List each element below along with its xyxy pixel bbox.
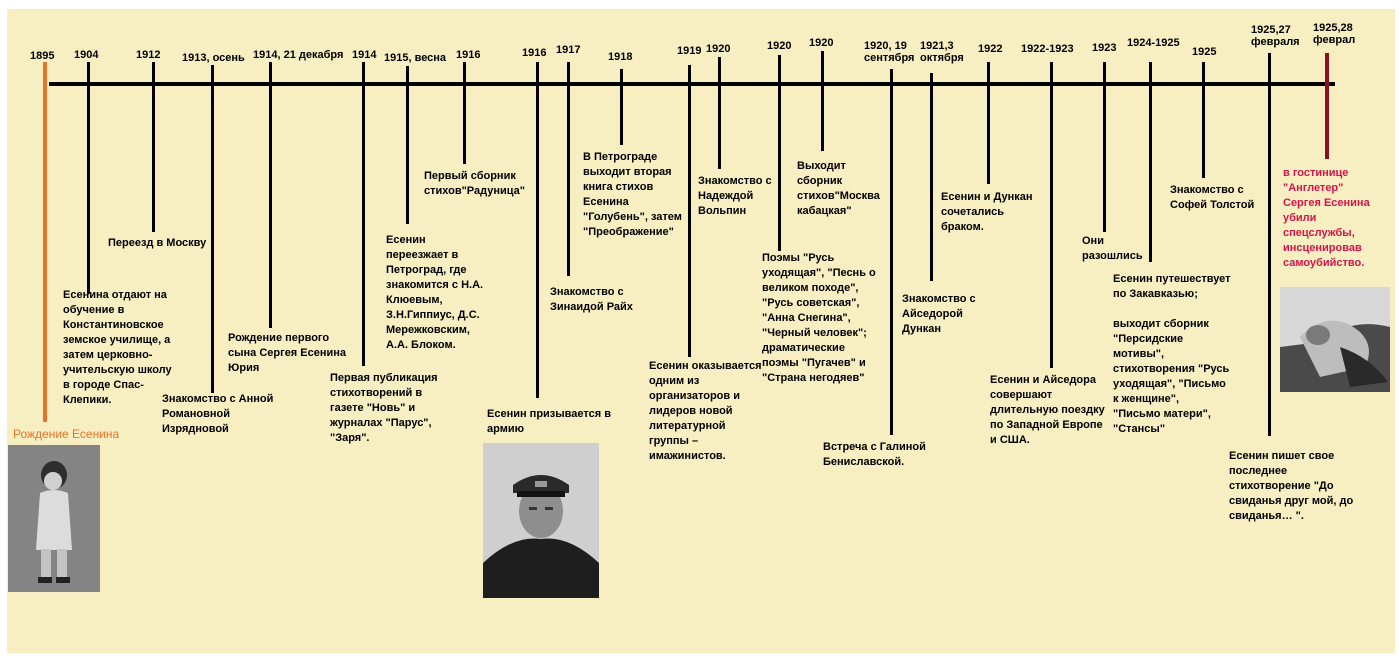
event-text: Есенин пишет свое последнее стихотворени… xyxy=(1229,450,1354,522)
year-label: 1916 xyxy=(456,49,481,61)
tick-1912 xyxy=(152,62,155,232)
event-text: Есенин призывается в армию xyxy=(487,408,611,435)
tick-1922-1923 xyxy=(1050,62,1053,368)
tick-1919 xyxy=(688,65,691,357)
tick-1923 xyxy=(1103,62,1106,232)
death-scene-photo-icon xyxy=(1280,287,1390,392)
event-text: Есенин путешествует по Закавказью; выход… xyxy=(1113,273,1231,435)
event-text: В Петрограде выходит вторая книга стихов… xyxy=(583,151,682,238)
tick-1925-feb27 xyxy=(1268,53,1271,436)
year-label: 1919 xyxy=(677,45,702,57)
event-text: Знакомство с Зинаидой Райх xyxy=(550,286,633,313)
year-label: 1923 xyxy=(1092,42,1117,54)
tick-1918 xyxy=(620,69,623,145)
event-text: Рождение Есенина xyxy=(13,427,120,441)
event-text: Есенина отдают на обучение в Константино… xyxy=(63,289,172,406)
year-label: 1914, 21 декабря xyxy=(253,49,344,61)
year-label: 1922-1923 xyxy=(1021,43,1074,55)
tick-1925 xyxy=(1202,62,1205,178)
year-label: 1922 xyxy=(978,43,1003,55)
tick-1904 xyxy=(87,62,90,294)
soldier-portrait-photo-icon xyxy=(483,443,599,598)
event-text: Встреча с Галиной Бениславской. xyxy=(823,441,926,468)
tick-1916-a xyxy=(463,62,466,164)
event-text: Первый сборник стихов"Радуница" xyxy=(424,170,525,197)
event-text: Есенин и Дункан сочетались браком. xyxy=(941,191,1033,233)
tick-1920-a xyxy=(718,57,721,169)
year-label: 1924-1925 xyxy=(1127,37,1180,49)
event-text: Знакомство с Надеждой Вольпин xyxy=(698,175,772,217)
year-label: 1920, 19 сентября xyxy=(864,40,915,64)
event-text: Есенин и Айседора совершают длительную п… xyxy=(990,374,1105,446)
year-label: 1920 xyxy=(706,43,731,55)
tick-1920-sep xyxy=(890,69,893,435)
tick-1922 xyxy=(987,62,990,184)
event-text: в гостинице "Англетер" Сергея Есенина уб… xyxy=(1283,167,1370,269)
event-text: Знакомство с Софей Толстой xyxy=(1170,184,1255,211)
tick-1917 xyxy=(567,62,570,276)
year-label: 1895 xyxy=(30,50,55,62)
tick-1924-1925 xyxy=(1149,62,1152,262)
event-text: Знакомство с Айседорой Дункан xyxy=(902,293,976,335)
event-text: Первая публикация стихотворений в газете… xyxy=(330,372,438,444)
year-label: 1925,28 феврал xyxy=(1313,22,1356,46)
timeline-axis xyxy=(49,82,1335,86)
year-label: 1916 xyxy=(522,47,547,59)
year-label: 1913, осень xyxy=(182,52,245,64)
year-label: 1920 xyxy=(809,37,834,49)
event-text: Есенин переезжает в Петроград, где знако… xyxy=(386,234,484,351)
tick-1920-c xyxy=(821,51,824,151)
year-label: 1912 xyxy=(136,49,161,61)
tick-1913 xyxy=(211,65,214,393)
tick-1925-feb28 xyxy=(1325,53,1329,159)
year-label: 1914 xyxy=(352,49,377,61)
tick-1895 xyxy=(43,62,47,422)
event-text: Выходит сборник стихов"Москва кабацкая" xyxy=(797,160,880,217)
event-text: Знакомство с Анной Романовной Изрядновой xyxy=(162,393,274,435)
event-text: Они разошлись xyxy=(1082,235,1143,262)
tick-1921 xyxy=(930,73,933,281)
year-label: 1915, весна xyxy=(384,52,447,64)
year-label: 1918 xyxy=(608,51,633,63)
event-text: Рождение первого сына Сергея Есенина Юри… xyxy=(228,332,347,374)
year-label: 1904 xyxy=(74,49,99,61)
tick-1916-b xyxy=(536,62,539,398)
event-text: Поэмы "Русь уходящая", "Песнь о великом … xyxy=(762,252,876,384)
year-label: 1925 xyxy=(1192,46,1217,58)
event-text: Переезд в Москву xyxy=(108,237,207,249)
tick-1914 xyxy=(362,62,365,366)
year-label: 1925,27 февраля xyxy=(1251,24,1300,48)
child-photo-icon xyxy=(8,445,100,592)
tick-1914-dec xyxy=(269,62,272,328)
tick-1920-b xyxy=(778,55,781,251)
event-text: Есенин оказывается одним из организаторо… xyxy=(649,360,762,462)
year-label: 1917 xyxy=(556,44,581,56)
tick-1915 xyxy=(406,66,409,224)
year-label: 1921,3 октября xyxy=(920,40,964,64)
year-label: 1920 xyxy=(767,40,792,52)
timeline-board: 1895 1904 1912 1913, осень 1914, 21 дека… xyxy=(7,9,1395,653)
